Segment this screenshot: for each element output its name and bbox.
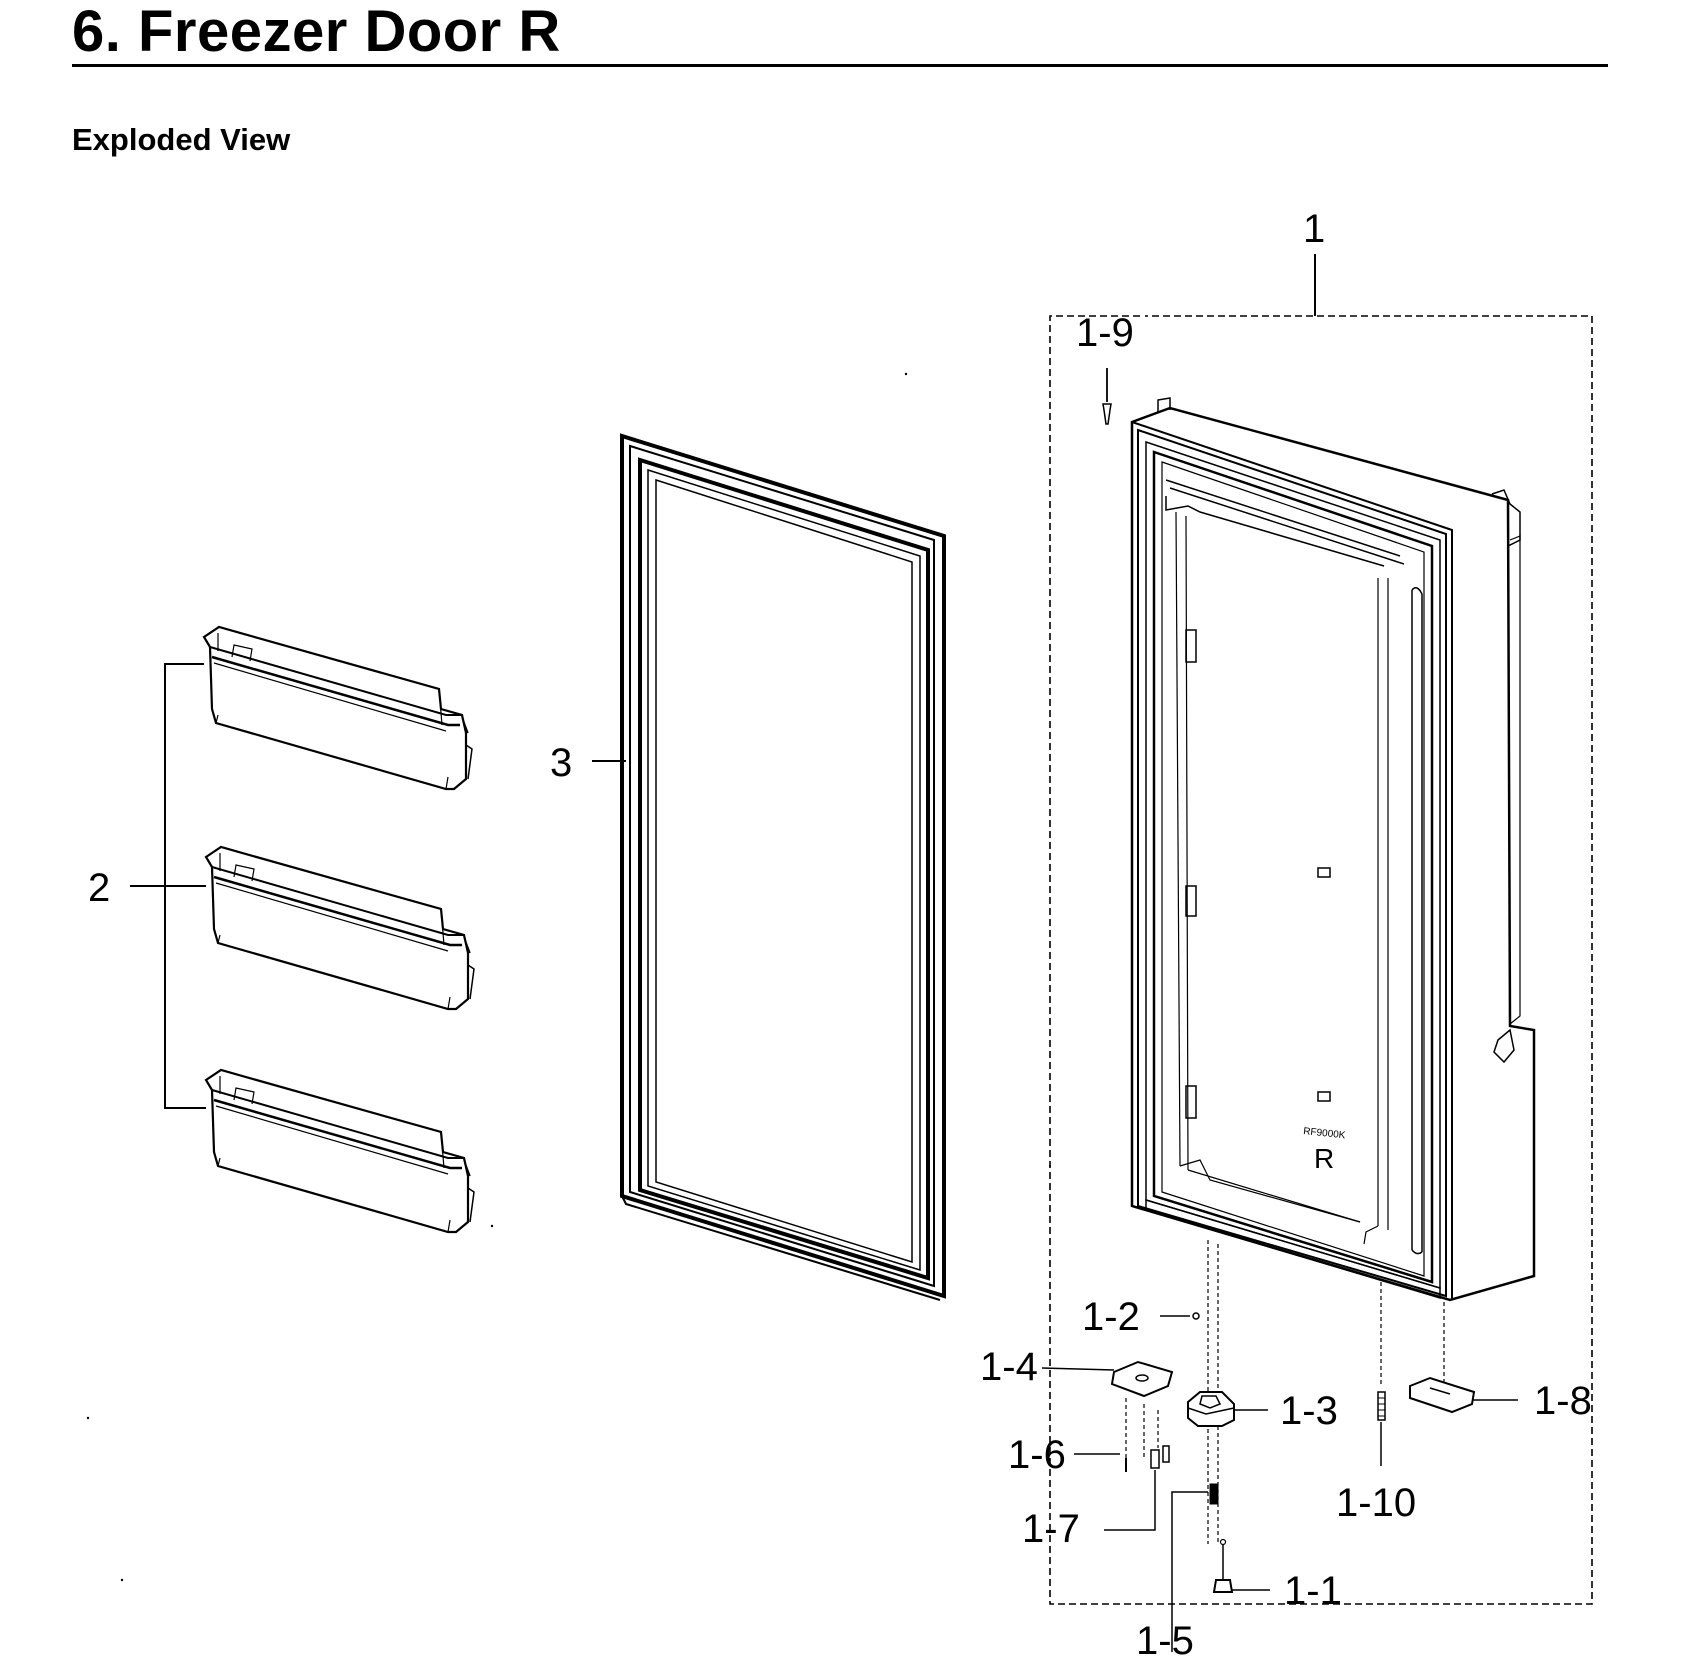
callout-1-9: 1-9 — [1076, 311, 1134, 355]
pin-1-2 — [1192, 1312, 1200, 1320]
hinge-bracket-1-4 — [1110, 1360, 1174, 1398]
door-bin-middle — [204, 845, 476, 1011]
callout-1-10: 1-10 — [1336, 1481, 1416, 1525]
callout-3: 3 — [550, 741, 572, 785]
leader-1-4 — [1041, 1367, 1115, 1371]
callout-1-5: 1-5 — [1136, 1619, 1194, 1663]
scan-specks — [86, 372, 1051, 1582]
door-bin-bottom — [204, 1068, 476, 1234]
callout-1-2: 1-2 — [1082, 1295, 1140, 1339]
hinge-cover-1-8 — [1409, 1376, 1476, 1414]
assembly-boundary — [1049, 315, 1593, 1605]
callout-1: 1 — [1303, 207, 1325, 251]
door-assembly — [1130, 397, 1536, 1302]
callout-1-1: 1-1 — [1284, 1569, 1342, 1613]
hinge-pin-1-1 — [1212, 1538, 1234, 1593]
door-model-marking: RF9000K — [1303, 1126, 1346, 1141]
door-gasket — [620, 433, 946, 1301]
callout-2: 2 — [88, 866, 110, 910]
bolt-1-5 — [1209, 1483, 1219, 1505]
leader-1-5 — [1171, 1491, 1208, 1652]
door-side-marking: R — [1314, 1143, 1334, 1174]
page-title: 6. Freezer Door R — [72, 0, 561, 64]
callout-1-3: 1-3 — [1280, 1389, 1338, 1433]
section-heading: Exploded View — [72, 122, 291, 157]
callout-1-4: 1-4 — [980, 1345, 1038, 1389]
screw-1-9 — [1102, 368, 1112, 425]
spring-1-10 — [1377, 1391, 1386, 1421]
hinge-cap-1-3 — [1187, 1391, 1235, 1427]
callout-1-6: 1-6 — [1008, 1433, 1066, 1477]
title-rule — [72, 64, 1608, 67]
door-bin-top — [202, 625, 474, 791]
pins-1-7 — [1150, 1445, 1170, 1469]
callout-1-8: 1-8 — [1534, 1379, 1592, 1423]
leader-1-7 — [1104, 1470, 1156, 1531]
callout-1-7: 1-7 — [1022, 1507, 1080, 1551]
